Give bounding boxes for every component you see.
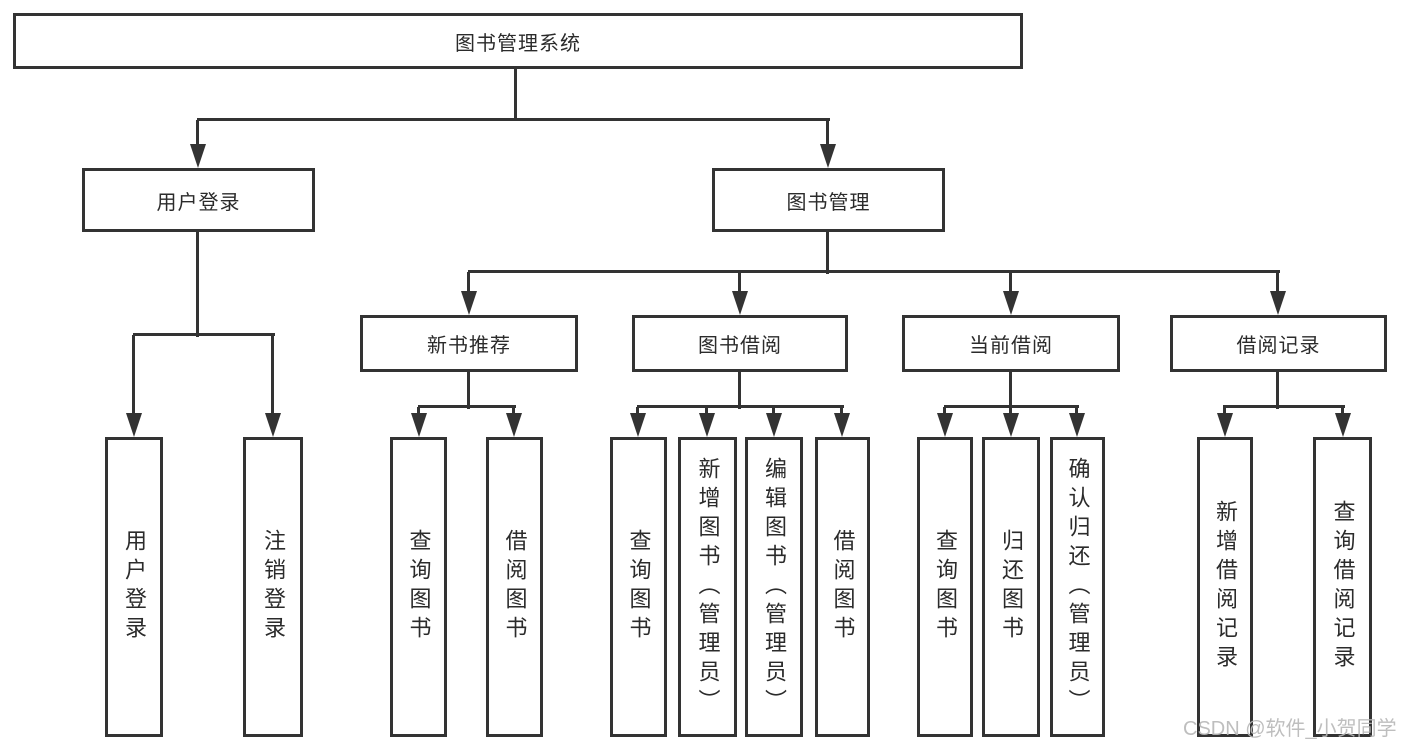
arrow-down-icon [834,413,850,437]
leaf-label: 新增图书（管理员） [695,456,721,718]
node-user-login-label: 用户登录 [156,191,241,214]
leaf-label: 确认归还（管理员） [1065,456,1091,718]
arrow-down-icon [1069,413,1085,437]
arrow-down-icon [937,413,953,437]
arrow-down-icon [506,413,522,437]
node-book-management: 图书管理 [712,168,945,232]
leaf-return-book: 归还图书 [982,437,1040,737]
connector-line [132,335,135,418]
connector-line [271,335,274,418]
arrow-down-icon [190,144,206,168]
arrow-down-icon [630,413,646,437]
leaf-label: 新增借阅记录 [1213,500,1238,674]
leaf-borrow-books-2: 借阅图书 [815,437,870,737]
arrow-down-icon [1335,413,1351,437]
connector-line [1276,272,1279,296]
connector-line [197,118,830,121]
leaf-label: 查询图书 [406,529,432,645]
arrow-down-icon [1217,413,1233,437]
connector-line [826,232,829,274]
arrow-down-icon [461,291,477,315]
leaf-edit-book-admin: 编辑图书（管理员） [745,437,803,737]
node-new-book-recommend-label: 新书推荐 [427,335,511,357]
connector-line [738,372,741,409]
connector-line [1009,272,1012,296]
arrow-down-icon [126,413,142,437]
node-book-borrowing: 图书借阅 [632,315,848,372]
connector-line [133,333,275,336]
leaf-add-borrow-record: 新增借阅记录 [1197,437,1253,737]
node-root: 图书管理系统 [13,13,1023,69]
arrow-down-icon [1003,413,1019,437]
node-borrowing-records: 借阅记录 [1170,315,1387,372]
leaf-logout: 注销登录 [243,437,303,737]
connector-line [196,120,199,150]
arrow-down-icon [820,144,836,168]
connector-line [637,405,844,408]
leaf-label: 注销登录 [261,529,286,645]
csdn-watermark: CSDN @软件_小贺同学 [1183,718,1397,740]
node-borrowing-records-label: 借阅记录 [1236,335,1321,357]
node-book-borrowing-label: 图书借阅 [698,335,782,357]
leaf-label: 查询图书 [933,529,958,645]
arrow-down-icon [1003,291,1019,315]
leaf-label: 借阅图书 [830,529,856,645]
node-current-borrowing: 当前借阅 [902,315,1120,372]
leaf-add-book-admin: 新增图书（管理员） [678,437,737,737]
connector-line [467,272,470,296]
connector-line [1276,372,1279,409]
arrow-down-icon [766,413,782,437]
node-current-borrowing-label: 当前借阅 [969,335,1053,357]
arrow-down-icon [732,291,748,315]
node-user-login: 用户登录 [82,168,315,232]
arrow-down-icon [265,413,281,437]
connector-line [1009,372,1012,409]
leaf-borrow-books-1: 借阅图书 [486,437,543,737]
leaf-label: 查询图书 [626,529,652,645]
leaf-query-borrow-record: 查询借阅记录 [1313,437,1372,737]
connector-line [468,270,1280,273]
leaf-label: 查询借阅记录 [1330,500,1356,674]
leaf-confirm-return: 确认归还（管理员） [1050,437,1105,737]
node-root-label: 图书管理系统 [455,32,581,55]
leaf-label: 编辑图书（管理员） [762,456,787,718]
arrow-down-icon [411,413,427,437]
connector-line [738,272,741,296]
leaf-query-books-2: 查询图书 [610,437,667,737]
connector-line [196,232,199,337]
leaf-label: 借阅图书 [502,529,528,645]
connector-line [418,405,516,408]
arrow-down-icon [699,413,715,437]
node-book-management-label: 图书管理 [786,191,871,214]
node-new-book-recommend: 新书推荐 [360,315,578,372]
leaf-query-books-3: 查询图书 [917,437,973,737]
connector-line [1223,405,1345,408]
leaf-label: 归还图书 [999,529,1024,645]
leaf-user-login: 用户登录 [105,437,163,737]
connector-line [944,405,1079,408]
connector-line [826,120,829,150]
leaf-query-books-1: 查询图书 [390,437,447,737]
connector-line [467,372,470,409]
leaf-label: 用户登录 [122,529,147,645]
arrow-down-icon [1270,291,1286,315]
connector-line [514,68,517,121]
